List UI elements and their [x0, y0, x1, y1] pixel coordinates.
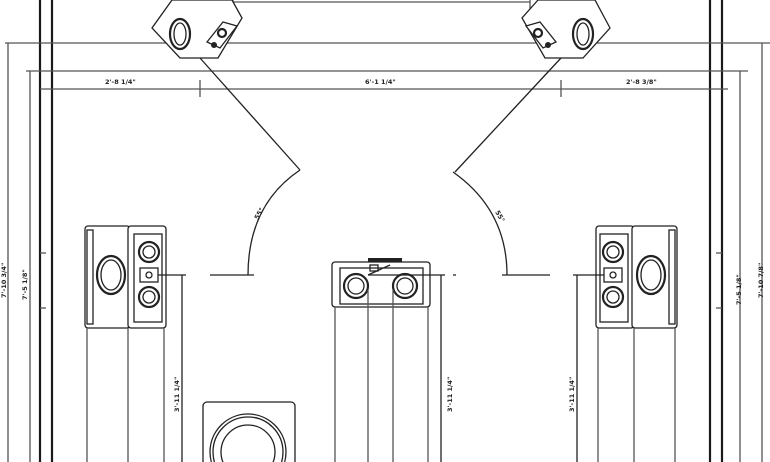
surround-speaker-right — [454, 0, 611, 173]
dim-right-speaker-depth: 3'-11 1/4" — [568, 377, 576, 412]
surround-speaker-left — [151, 0, 301, 171]
angle-arc-left — [210, 169, 301, 276]
dim-right-outer: 7'-10 7/8" — [757, 263, 765, 298]
center-speaker — [331, 258, 445, 462]
dimension-lines-top — [5, 0, 770, 97]
dim-right-inner: 7'-5 1/8" — [735, 274, 743, 305]
dimension-lines-side — [7, 43, 763, 462]
front-speaker-right — [573, 225, 678, 462]
angle-arc-right — [452, 171, 550, 276]
right-wall — [708, 0, 724, 462]
dim-left-inner: 7'-5 1/8" — [21, 269, 29, 300]
dim-top-center: 6'-1 1/4" — [365, 78, 396, 86]
dim-left-speaker-depth: 3'-11 1/4" — [173, 377, 181, 412]
dim-left-outer: 7'-10 3/4" — [0, 263, 8, 298]
dim-top-left: 2'-8 1/4" — [105, 78, 136, 86]
subwoofer — [202, 401, 296, 462]
dim-top-right: 2'-8 3/8" — [626, 78, 657, 86]
left-wall — [38, 0, 54, 462]
front-speaker-left — [84, 225, 186, 462]
dim-center-speaker-depth: 3'-11 1/4" — [446, 377, 454, 412]
